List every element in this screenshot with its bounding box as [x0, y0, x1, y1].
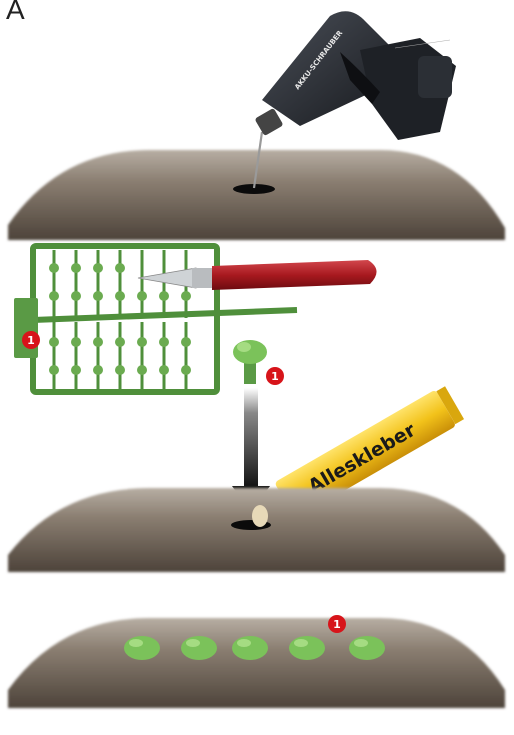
marker-label: 1 [271, 370, 279, 383]
ground-patch-3 [8, 618, 505, 708]
marker-badge: 1 [22, 331, 40, 349]
marker-label: 1 [27, 334, 35, 347]
marker-badge: 1 [328, 615, 346, 633]
cordless-drill: AKKU-SCHRAUBER [254, 11, 456, 140]
sprue-tab [14, 298, 38, 358]
marker-badge: 1 [266, 367, 284, 385]
glue-drop [252, 505, 268, 527]
marker-label: 1 [333, 618, 341, 631]
single-plant [233, 340, 267, 384]
hobby-knife [138, 260, 377, 290]
ground-patch-2 [8, 488, 505, 572]
